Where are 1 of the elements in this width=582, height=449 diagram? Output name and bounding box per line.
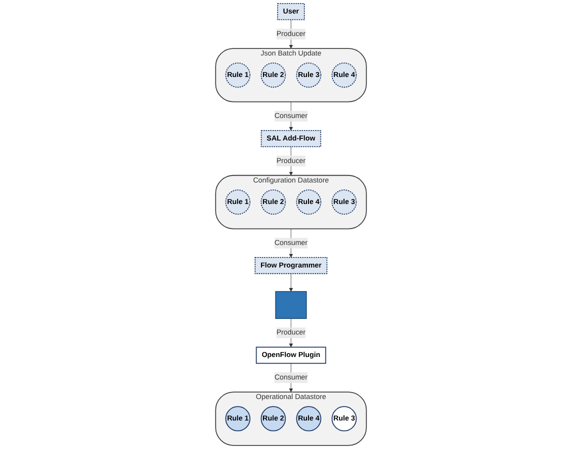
node-box <box>275 291 307 319</box>
